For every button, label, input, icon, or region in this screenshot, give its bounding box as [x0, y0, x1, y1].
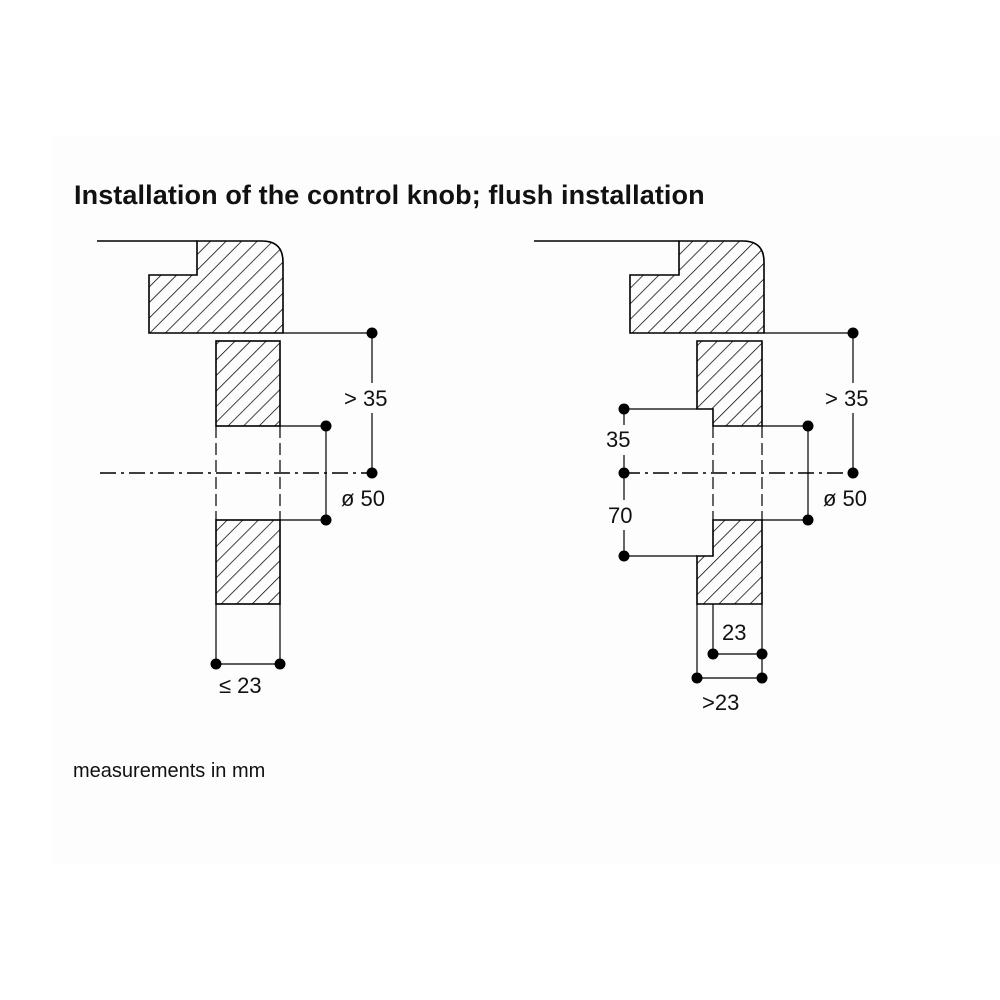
right-dim-hole-dot-2	[802, 514, 814, 526]
left-dim-hole-dot-2	[320, 514, 332, 526]
left-dim-top-dot-1	[366, 327, 378, 339]
left-dim-hole-dot-1	[320, 420, 332, 432]
left-dim-bottom-dot-2	[274, 658, 286, 670]
right-dim-left-dot-1	[618, 403, 630, 415]
left-dim-top-label: > 35	[344, 386, 387, 411]
right-dim-outer-label: >23	[702, 690, 739, 715]
left-lower-wall	[215, 519, 281, 605]
units-note: measurements in mm	[73, 760, 266, 782]
left-knob-section	[148, 240, 284, 334]
right-upper-wall	[696, 340, 763, 427]
right-lower-wall	[696, 519, 763, 605]
left-dim-bottom-dot-1	[210, 658, 222, 670]
right-dim-left-dot-2	[618, 467, 630, 479]
left-dim-hole-label: ø 50	[341, 486, 385, 511]
right-dim-top-dot-2	[847, 467, 859, 479]
right-dim-top-label: > 35	[825, 386, 868, 411]
left-upper-wall	[215, 340, 281, 427]
right-dim-left-lower-label: 70	[608, 503, 632, 528]
right-dim-hole-label: ø 50	[823, 486, 867, 511]
right-diagram: > 35 ø 50 35 70	[534, 240, 868, 715]
page-title: Installation of the control knob; flush …	[74, 180, 705, 210]
right-dim-top-dot-1	[847, 327, 859, 339]
right-dim-outer-dot-1	[691, 672, 703, 684]
left-diagram: > 35 ø 50 ≤ 23	[97, 240, 387, 698]
left-dim-bottom-label: ≤ 23	[219, 673, 262, 698]
right-dim-left-dot-3	[618, 550, 630, 562]
right-knob-section	[629, 240, 765, 334]
left-dim-top-dot-2	[366, 467, 378, 479]
right-dim-inner-dot-1	[707, 648, 719, 660]
right-dim-hole-dot-1	[802, 420, 814, 432]
right-dim-left-upper-label: 35	[606, 427, 630, 452]
right-dim-inner-dot-2	[756, 648, 768, 660]
right-dim-inner-label: 23	[722, 620, 746, 645]
right-dim-outer-dot-2	[756, 672, 768, 684]
